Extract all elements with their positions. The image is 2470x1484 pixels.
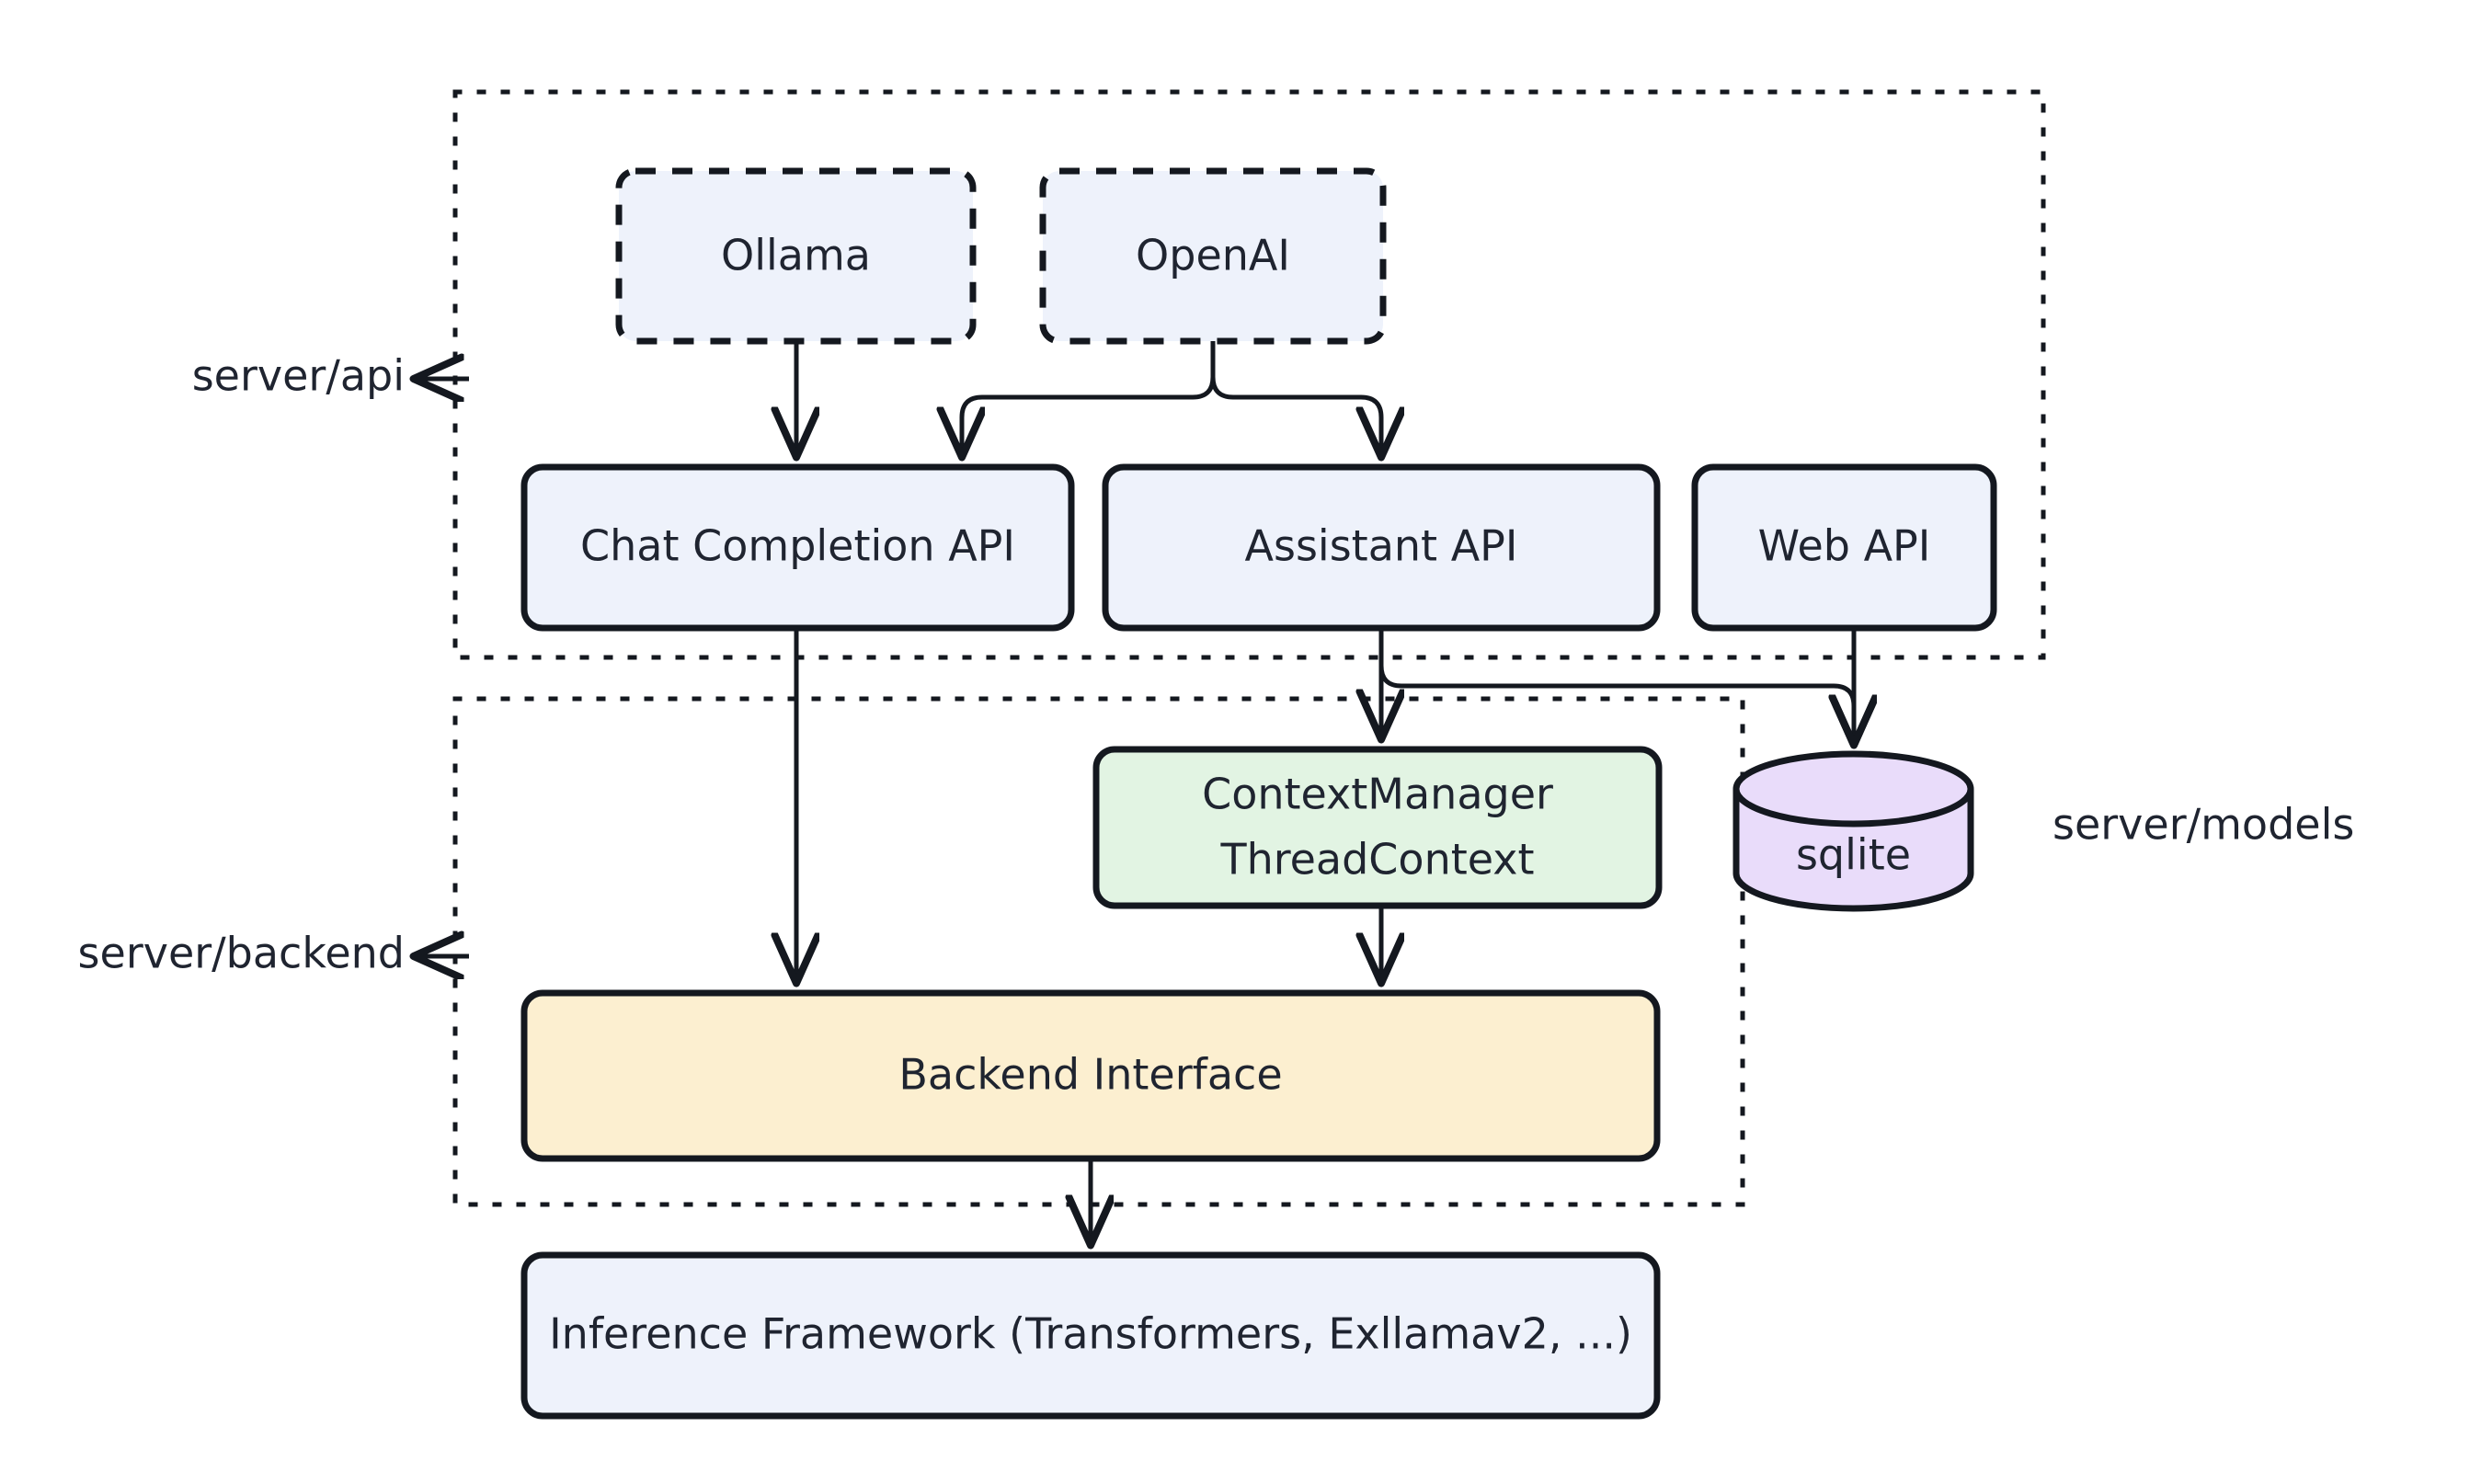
node-sqlite-cylinder-top-ellipse [1732,788,1974,828]
node-sqlite-cylinder-body [1732,750,1974,912]
server-backend-group-label: server/backend [78,929,405,978]
node-web-api-label: Web API [1758,521,1931,571]
node-backend-interface-box [520,989,1661,1162]
edge-assistant-to-sqlite [1378,628,1854,743]
group-pointer-server-api: server/api [192,351,469,401]
group-container-server-api [452,89,2046,660]
node-web-api[interactable]: Web API [1691,463,1997,632]
node-assistant-api[interactable]: Assistant API [1102,463,1661,632]
node-chat-completion-api[interactable]: Chat Completion API [520,463,1075,632]
node-assistant-api-label: Assistant API [1245,521,1518,571]
node-backend-interface[interactable]: Backend Interface [520,989,1661,1162]
node-sqlite-label: sqlite [1796,830,1911,880]
group-pointer-server-backend: server/backend [78,929,469,978]
node-context-manager-label-line2: ThreadContext [1219,835,1534,885]
node-openai-label: OpenAI [1136,231,1290,280]
node-inference-framework-label: Inference Framework (Transformers, Exlla… [549,1309,1632,1359]
node-context-manager[interactable]: ContextManager ThreadContext [1092,746,1663,909]
node-inference-framework[interactable]: Inference Framework (Transformers, Exlla… [520,1251,1661,1420]
node-inference-framework-box [520,1251,1661,1420]
node-context-manager-box [1092,746,1663,909]
node-openai-box [1039,167,1387,345]
edge-openai-to-chat-completion [962,341,1216,455]
edge-openai-to-assistant [1210,341,1381,455]
node-ollama-box [615,167,977,345]
node-web-api-box [1691,463,1997,632]
node-openai[interactable]: OpenAI [1039,167,1387,345]
server-models-group-label: server/models [2053,800,2354,850]
node-context-manager-label-line1: ContextManager [1202,770,1553,819]
server-api-group-label: server/api [192,351,405,401]
node-chat-completion-api-box [520,463,1075,632]
node-ollama[interactable]: Ollama [615,167,977,345]
node-backend-interface-label: Backend Interface [898,1050,1282,1100]
node-ollama-label: Ollama [721,231,871,280]
node-assistant-api-box [1102,463,1661,632]
node-chat-completion-api-label: Chat Completion API [580,521,1015,571]
node-sqlite[interactable]: sqlite [1732,750,1974,912]
server-api-boundary [452,89,2046,660]
